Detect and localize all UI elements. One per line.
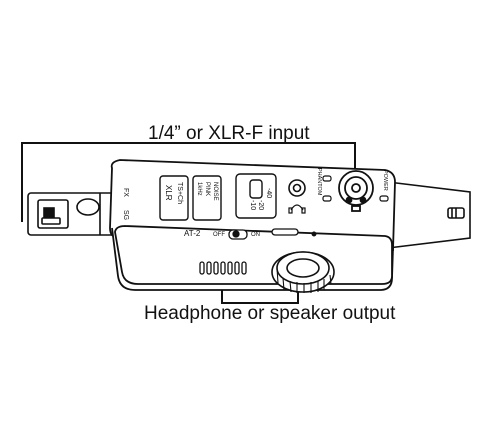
level-minus40-label: -40	[265, 188, 272, 198]
phantom-label-1: PHANTOM	[316, 168, 322, 196]
right-connector	[387, 181, 471, 249]
mode-switch[interactable]	[159, 173, 277, 221]
headphone-jack-icon[interactable]	[288, 179, 306, 197]
signal-1khz-label: 1kHz	[196, 182, 202, 196]
mode-xlr-label: XLR	[164, 185, 173, 201]
speaker-grille	[199, 261, 247, 275]
level-minus10-label: -10	[249, 200, 256, 210]
power-switch[interactable]	[228, 229, 248, 240]
mode-ts-label: TS+Ch	[176, 182, 183, 204]
input-callout-label: 1/4” or XLR-F input	[148, 123, 310, 144]
output-callout-label: Headphone or speaker output	[144, 303, 396, 324]
volume-knob[interactable]	[271, 251, 335, 293]
level-minus20-label: -20	[257, 200, 264, 210]
sg-label: SG	[122, 210, 129, 220]
headphone-icon	[288, 204, 306, 214]
xlr-male-connector	[27, 192, 117, 236]
input-callout-line	[21, 142, 356, 222]
phantom-switches[interactable]	[322, 175, 389, 202]
xlr-combo-jack-icon[interactable]	[338, 170, 374, 212]
indicator-slot	[271, 228, 317, 237]
model-label: AT-2	[184, 229, 201, 238]
signal-noise-label: NOISE	[212, 182, 218, 201]
power-on-label: ON	[251, 232, 260, 238]
signal-pink-label: PINK	[204, 182, 210, 196]
power-off-label: OFF	[213, 232, 225, 238]
phantom-label-2: POWER	[382, 170, 388, 191]
fx-label: FX	[122, 188, 129, 197]
